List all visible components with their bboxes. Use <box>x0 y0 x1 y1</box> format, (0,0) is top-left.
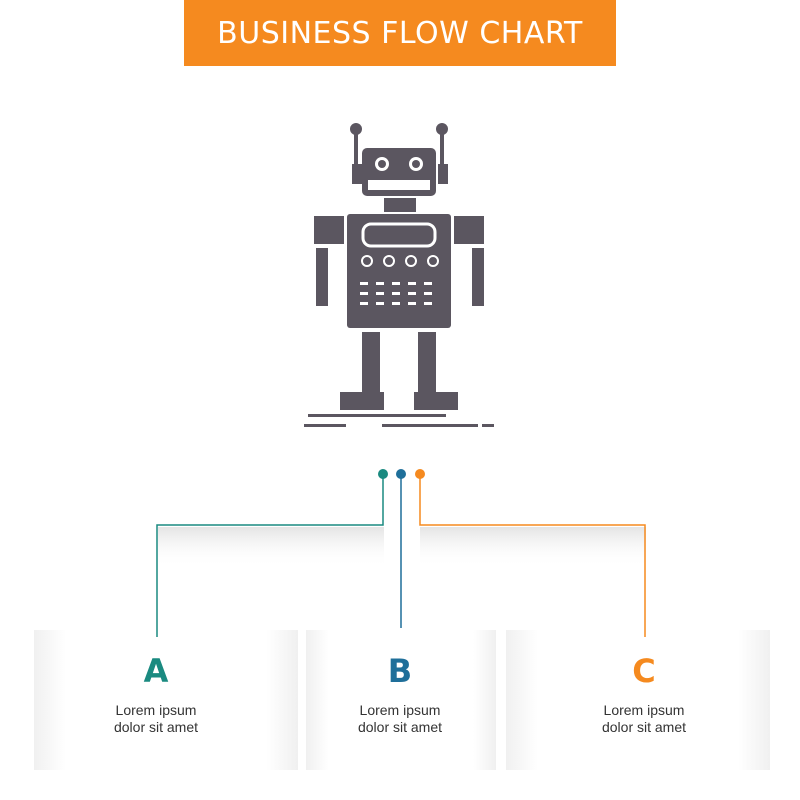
step-description: Lorem ipsum dolor sit amet <box>358 702 442 736</box>
connector-a <box>156 474 384 637</box>
robot-icon <box>304 123 494 427</box>
step-description: Lorem ipsum dolor sit amet <box>114 702 198 736</box>
dot-a <box>378 469 388 479</box>
step-line-2: dolor sit amet <box>113 719 199 735</box>
step-line-2: dolor sit amet <box>601 719 687 735</box>
step-card-a: A Lorem ipsum dolor sit amet <box>34 630 278 770</box>
dot-b <box>396 469 406 479</box>
step-card-c: C Lorem ipsum dolor sit amet <box>522 630 766 770</box>
step-letter: A <box>143 652 169 690</box>
connector-c <box>419 474 646 637</box>
title-banner: BUSINESS FLOW CHART <box>184 0 616 66</box>
step-line-1: Lorem ipsum <box>359 702 441 718</box>
step-letter: B <box>387 652 413 690</box>
step-line-2: dolor sit amet <box>357 719 443 735</box>
step-letter: C <box>632 652 656 690</box>
step-line-1: Lorem ipsum <box>115 702 197 718</box>
step-line-1: Lorem ipsum <box>603 702 685 718</box>
dot-c <box>415 469 425 479</box>
step-card-b: B Lorem ipsum dolor sit amet <box>278 630 522 770</box>
step-description: Lorem ipsum dolor sit amet <box>602 702 686 736</box>
diagram-title: BUSINESS FLOW CHART <box>217 15 583 51</box>
